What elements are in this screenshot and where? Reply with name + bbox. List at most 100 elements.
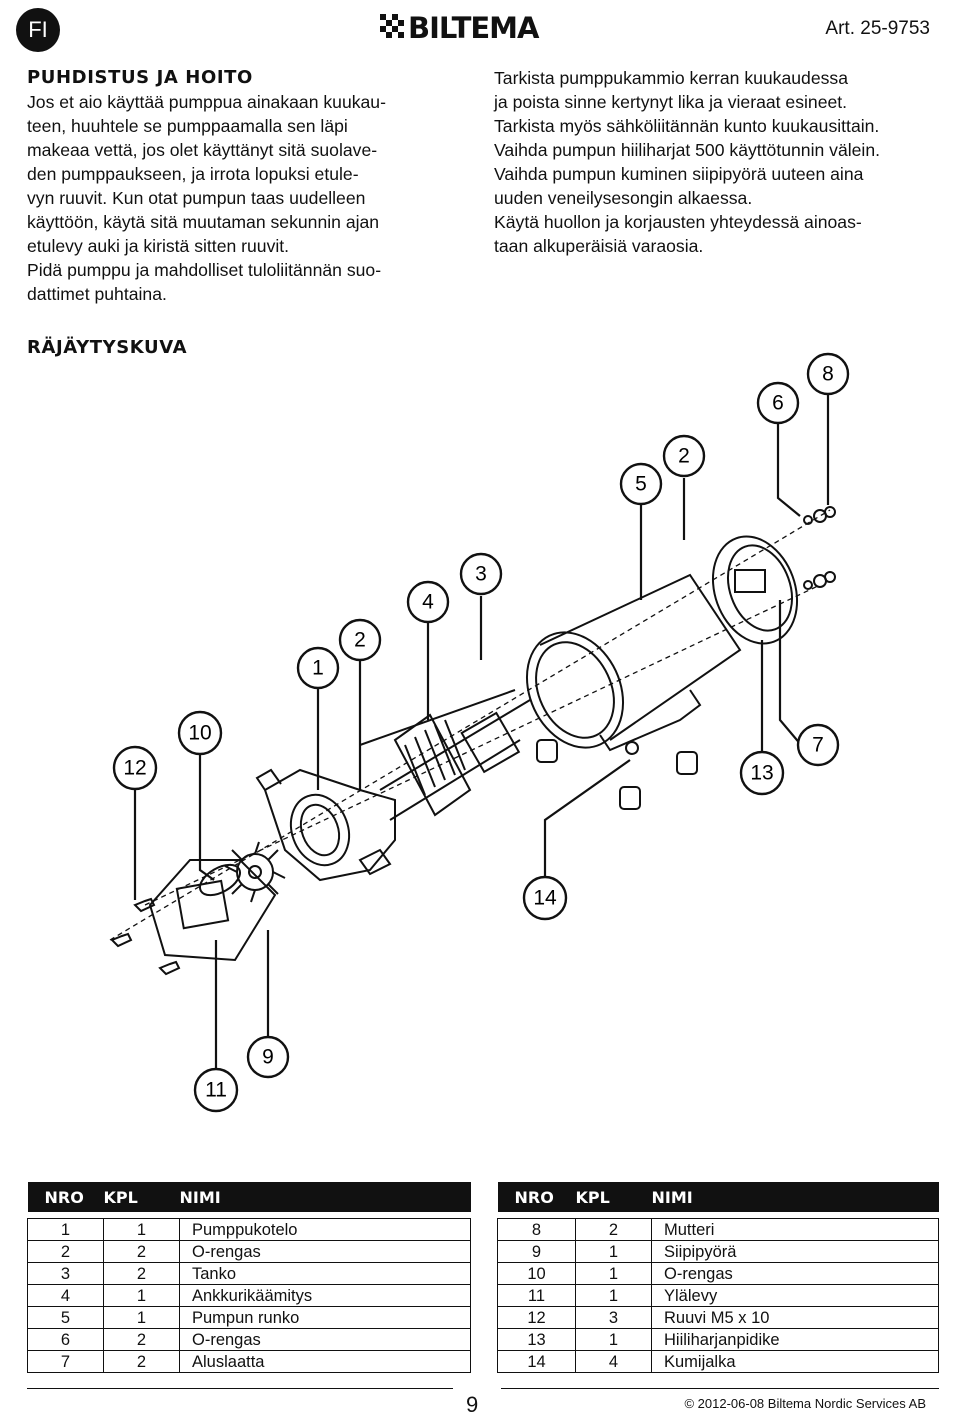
- care-line: Vaihda pumpun hiiliharjat 500 käyttötunn…: [494, 140, 881, 160]
- nuts-and-washers: [803, 506, 836, 590]
- care-left-column: PUHDISTUS JA HOITO Jos et aio käyttää pu…: [27, 66, 457, 306]
- col-header-nro: NRO: [27, 1182, 104, 1212]
- svg-text:BILTEMA: BILTEMA: [408, 12, 540, 42]
- cell-nimi: Ylälevy: [651, 1284, 939, 1307]
- care-line: teen, huuhtele se pumppaamalla sen läpi: [27, 116, 348, 136]
- cell-nimi: Siipipyörä: [651, 1240, 939, 1263]
- col-header-kpl: KPL: [575, 1182, 652, 1212]
- care-line: Vaihda pumpun kuminen siipipyörä uuteen …: [494, 164, 864, 184]
- col-header-nimi: NIMI: [179, 1182, 471, 1212]
- cell-nimi: Pumppukotelo: [179, 1218, 471, 1241]
- callout-8: 8: [806, 352, 850, 396]
- col-header-kpl: KPL: [103, 1182, 180, 1212]
- cell-nro: 9: [497, 1240, 576, 1263]
- callout-7: 7: [796, 723, 840, 767]
- care-right-column: Tarkista pumppukammio kerran kuukaudessa…: [494, 66, 939, 258]
- callout-5: 5: [619, 462, 663, 506]
- cell-kpl: 3: [575, 1306, 652, 1329]
- callout-4: 4: [406, 580, 450, 624]
- footer-divider: [27, 1388, 453, 1389]
- o-ring-10: [199, 863, 241, 897]
- cell-nimi: Kumijalka: [651, 1350, 939, 1373]
- svg-text:2: 2: [678, 445, 690, 468]
- page-number: 9: [466, 1392, 479, 1417]
- cell-nimi: Hiiliharjanpidike: [651, 1328, 939, 1351]
- col-header-nimi: NIMI: [651, 1182, 939, 1212]
- cell-nro: 14: [497, 1350, 576, 1373]
- assembly-axis: [144, 584, 821, 906]
- table-header-row: NRO KPL NIMI: [27, 1182, 471, 1212]
- pump-housing: [255, 768, 396, 882]
- svg-text:5: 5: [635, 473, 647, 496]
- cell-kpl: 2: [103, 1328, 180, 1351]
- callout-9: 9: [246, 1035, 290, 1079]
- callout-2: 2: [662, 434, 706, 478]
- svg-text:10: 10: [188, 722, 211, 745]
- motor-body: [525, 573, 742, 755]
- cell-nro: 3: [27, 1262, 104, 1285]
- cell-kpl: 4: [575, 1350, 652, 1373]
- callout-12: 12: [112, 745, 158, 791]
- care-line: käyttöön, käytä sitä muutaman sekunnin a…: [27, 212, 380, 232]
- cell-nimi: Mutteri: [651, 1218, 939, 1241]
- rubber-feet: [536, 739, 698, 810]
- care-line: Jos et aio käyttää pumppua ainakaan kuuk…: [27, 92, 386, 112]
- exploded-view-heading: RÄJÄYTYSKUVA: [27, 337, 188, 358]
- svg-text:3: 3: [475, 563, 487, 586]
- callout-11: 11: [193, 1067, 239, 1113]
- cell-nimi: Ruuvi M5 x 10: [651, 1306, 939, 1329]
- cell-kpl: 1: [103, 1218, 180, 1241]
- cell-nimi: O-rengas: [179, 1240, 471, 1263]
- cell-nimi: Tanko: [179, 1262, 471, 1285]
- cell-kpl: 1: [575, 1240, 652, 1263]
- svg-text:2: 2: [354, 629, 366, 652]
- callout-2b: 2: [338, 618, 382, 662]
- care-line: vyn ruuvit. Kun otat pumpun taas uudelle…: [27, 188, 366, 208]
- svg-text:9: 9: [262, 1046, 274, 1069]
- callout-13: 13: [739, 750, 785, 796]
- svg-text:1: 1: [312, 657, 324, 680]
- cell-nimi: Aluslaatta: [179, 1350, 471, 1373]
- cell-kpl: 2: [103, 1240, 180, 1263]
- care-line: makeaa vettä, jos olet käyttänyt sitä su…: [27, 140, 378, 160]
- care-line: den pumppaukseen, ja irrota lopuksi etul…: [27, 164, 359, 184]
- callout-1: 1: [296, 646, 340, 690]
- cell-kpl: 1: [103, 1284, 180, 1307]
- cell-nro: 7: [27, 1350, 104, 1373]
- care-line: Tarkista myös sähköliitännän kunto kuuka…: [494, 116, 880, 136]
- cell-kpl: 2: [575, 1218, 652, 1241]
- footer-divider: [501, 1388, 939, 1389]
- care-line: Tarkista pumppukammio kerran kuukaudessa: [494, 68, 848, 88]
- cell-kpl: 1: [103, 1306, 180, 1329]
- cell-nimi: Pumpun runko: [179, 1306, 471, 1329]
- cell-nimi: O-rengas: [651, 1262, 939, 1285]
- svg-text:12: 12: [123, 757, 146, 780]
- callout-3: 3: [459, 552, 503, 596]
- cell-nro: 13: [497, 1328, 576, 1351]
- language-badge: FI: [16, 8, 60, 52]
- callout-14: 14: [522, 875, 568, 921]
- svg-text:11: 11: [205, 1079, 227, 1102]
- svg-text:6: 6: [772, 392, 784, 415]
- leader-lines: [133, 394, 830, 1070]
- care-line: Pidä pumppu ja mahdolliset tuloliitännän…: [27, 260, 382, 280]
- svg-text:8: 8: [822, 363, 834, 386]
- care-line: dattimet puhtaina.: [27, 284, 167, 304]
- col-header-nro: NRO: [497, 1182, 576, 1212]
- care-line: taan alkuperäisiä varaosia.: [494, 236, 704, 256]
- care-line: etulevy auki ja kiristä sitten ruuvit.: [27, 236, 290, 256]
- exploded-view-diagram: 8 6 2 5 3 4 2 1 10 12 7 13 14 9 11: [109, 352, 850, 1113]
- brush-holder: [711, 535, 799, 645]
- cell-kpl: 1: [575, 1328, 652, 1351]
- svg-text:4: 4: [422, 591, 434, 614]
